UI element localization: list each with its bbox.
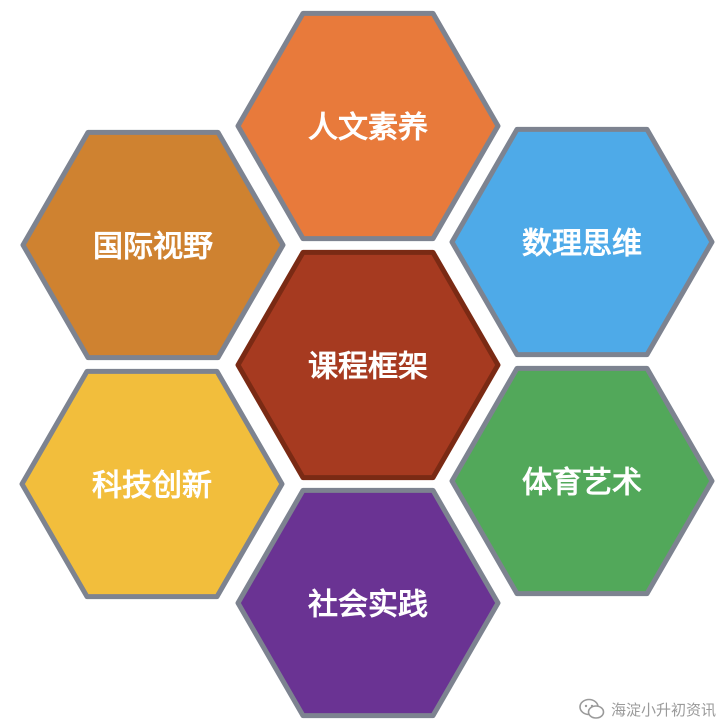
hexagon-lower-right: 体育艺术 bbox=[449, 365, 715, 597]
hexagon-lower-right-label: 体育艺术 bbox=[522, 466, 642, 501]
hexagon-lower-left-label: 科技创新 bbox=[92, 469, 212, 504]
hexagon-top: 人文素养 bbox=[235, 10, 501, 242]
hexagon-upper-right: 数理思维 bbox=[449, 126, 715, 358]
hexagon-center: 课程框架 bbox=[235, 249, 501, 481]
wechat-icon bbox=[579, 698, 605, 719]
hexagon-top-shape bbox=[235, 10, 501, 242]
hexagon-upper-right-label: 数理思维 bbox=[522, 227, 642, 262]
hexagon-bottom-shape bbox=[235, 487, 501, 719]
hexagon-upper-left-shape bbox=[20, 129, 286, 361]
hexagon-lower-left: 科技创新 bbox=[19, 368, 285, 600]
hexagon-center-shape bbox=[235, 249, 501, 481]
hexagon-upper-right-shape bbox=[449, 126, 715, 358]
hexagon-center-label: 课程框架 bbox=[308, 350, 428, 385]
hexagon-upper-left-label: 国际视野 bbox=[93, 230, 213, 265]
hexagon-lower-left-shape bbox=[19, 368, 285, 600]
watermark: 海淀小升初资讯 bbox=[579, 698, 716, 720]
hexagon-bottom: 社会实践 bbox=[235, 487, 501, 719]
hexagon-bottom-label: 社会实践 bbox=[308, 588, 428, 623]
hexagon-upper-left: 国际视野 bbox=[20, 129, 286, 361]
hexagon-lower-right-shape bbox=[449, 365, 715, 597]
watermark-text: 海淀小升初资讯 bbox=[610, 700, 716, 719]
hexagon-top-label: 人文素养 bbox=[308, 111, 428, 146]
